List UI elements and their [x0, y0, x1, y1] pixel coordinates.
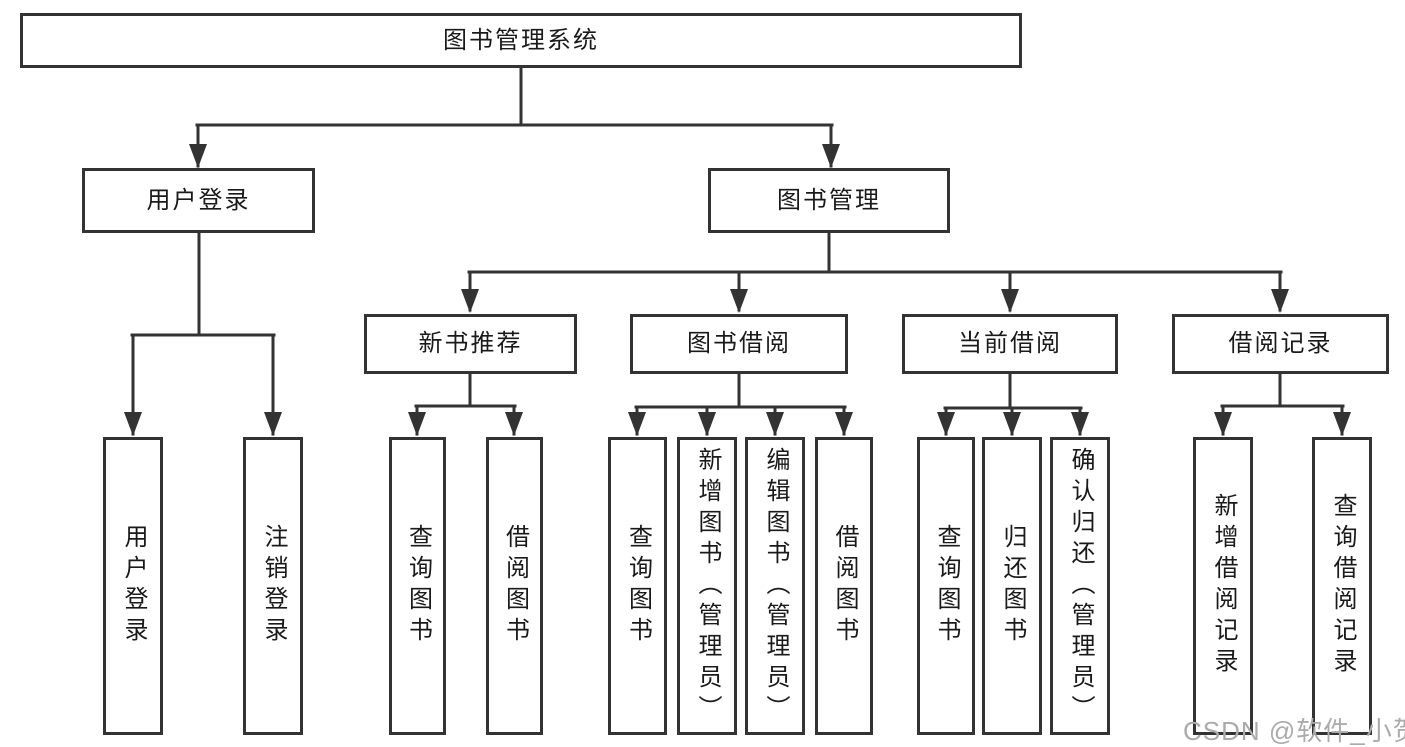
node-label: 图书管理系统 [443, 26, 599, 54]
leaf-logout: 注销登录 [243, 437, 303, 735]
leaf-add-borrow-record: 新增借阅记录 [1193, 437, 1253, 735]
node-label: 用户登录 [146, 186, 251, 214]
leaf-query-books-recommend: 查询图书 [389, 437, 446, 735]
leaf-label: 新增借阅记录 [1210, 493, 1237, 679]
node-root-book-management-system: 图书管理系统 [20, 13, 1022, 68]
leaf-borrow-books-recommend: 借阅图书 [486, 437, 543, 735]
node-borrow-records: 借阅记录 [1172, 314, 1389, 374]
node-label: 图书管理 [777, 186, 881, 214]
leaf-label: 归还图书 [999, 524, 1026, 648]
leaf-query-books-current: 查询图书 [917, 437, 975, 735]
node-label: 图书借阅 [687, 330, 791, 357]
leaf-label: 确认归还（管理员） [1067, 446, 1094, 726]
csdn-watermark: CSDN @软件_小贺同学 [1183, 716, 1405, 746]
node-label: 当前借阅 [958, 330, 1062, 357]
leaf-borrow-books: 借阅图书 [815, 437, 873, 735]
node-current-borrow: 当前借阅 [902, 314, 1118, 374]
leaf-label: 查询图书 [624, 524, 652, 648]
node-user-login: 用户登录 [82, 168, 315, 233]
leaf-label: 查询借阅记录 [1329, 493, 1356, 679]
leaf-edit-book-admin: 编辑图书（管理员） [745, 437, 805, 735]
leaf-query-borrow-record: 查询借阅记录 [1312, 437, 1372, 735]
node-label: 新书推荐 [418, 330, 523, 357]
leaf-add-book-admin: 新增图书（管理员） [677, 437, 737, 735]
leaf-query-books-borrow: 查询图书 [608, 437, 667, 735]
leaf-label: 注销登录 [260, 524, 287, 648]
node-new-book-recommend: 新书推荐 [364, 314, 577, 374]
leaf-label: 查询图书 [404, 524, 432, 648]
node-book-management: 图书管理 [708, 168, 950, 233]
leaf-label: 借阅图书 [501, 524, 529, 648]
leaf-return-book: 归还图书 [982, 437, 1042, 735]
leaf-label: 用户登录 [120, 524, 147, 648]
node-label: 借阅记录 [1228, 330, 1333, 357]
leaf-confirm-return-admin: 确认归还（管理员） [1050, 437, 1110, 735]
leaf-label: 新增图书（管理员） [694, 446, 721, 726]
leaf-label: 编辑图书（管理员） [762, 446, 789, 726]
leaf-user-login: 用户登录 [103, 437, 163, 735]
leaf-label: 借阅图书 [831, 524, 858, 648]
node-book-borrow: 图书借阅 [630, 314, 848, 374]
leaf-label: 查询图书 [933, 524, 960, 648]
